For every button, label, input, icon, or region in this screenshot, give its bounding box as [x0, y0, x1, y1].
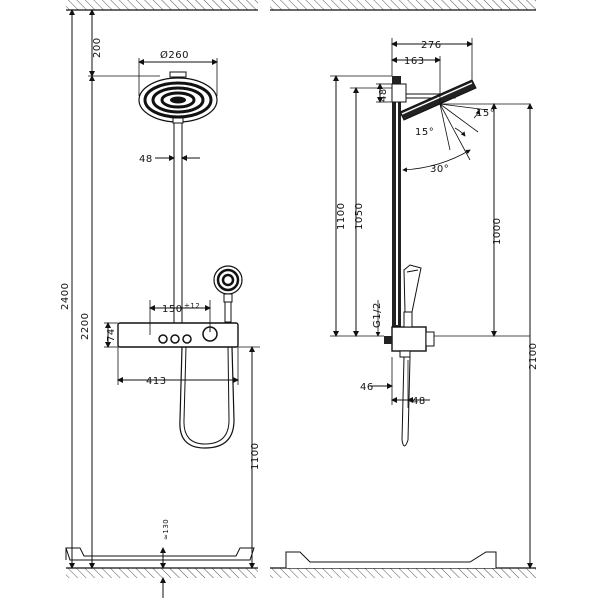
dim-floor-offset: ≈130 [162, 519, 170, 540]
dim-valve-width: 413 [146, 376, 167, 387]
dim-head-height: 2200 [80, 313, 91, 340]
dim-hose-height: 1100 [250, 443, 261, 470]
ceiling-hatch-side [270, 0, 536, 10]
angle-c-label: 30° [430, 164, 449, 175]
hand-shower [213, 265, 243, 323]
dim-arm-width: 48 [139, 154, 153, 165]
riser-pipe [173, 122, 183, 324]
angle-indicators: 15° 15° 30° [402, 103, 495, 175]
dim-valve-depth: 74 [106, 328, 117, 342]
ceiling-hatch [66, 0, 258, 10]
dim-valve-spacing: 150 [162, 304, 183, 315]
dim-ceiling-gap: 200 [92, 37, 103, 58]
overhead-shower-side [391, 79, 477, 121]
dim-handle-depth: 48 [412, 396, 426, 407]
dim-head-drop: 1000 [492, 218, 503, 245]
shower-tray-side [285, 551, 497, 568]
angle-a-label: 15° [415, 127, 434, 138]
dim-arm-reach: 163 [404, 56, 425, 67]
dim-rail-height-a: 1100 [336, 203, 347, 230]
thread-label: G1/2 [372, 302, 383, 328]
dim-valve-tolerance: ±12 [184, 302, 200, 310]
dim-head-thickness: 48 [378, 88, 389, 102]
dim-total-height: 2400 [60, 283, 71, 310]
dim-head-diameter: Ø260 [160, 49, 189, 61]
hose [179, 346, 235, 449]
angle-b-label: 15° [476, 108, 495, 119]
dim-wall-offset: 46 [360, 382, 374, 393]
dim-head-reach: 276 [421, 40, 442, 51]
dim-rail-height-b: 1050 [354, 203, 365, 230]
thermostat-valve [117, 322, 239, 348]
valve-body-side [384, 326, 435, 358]
shower-tray [65, 547, 255, 561]
dim-head-to-floor: 2100 [528, 343, 539, 370]
side-view: 15° 15° 30° 276 163 48 [270, 0, 539, 578]
overhead-shower-head [138, 71, 218, 124]
floor-hatch [66, 568, 258, 578]
floor-hatch-side [270, 568, 536, 578]
hand-shower-side [403, 264, 422, 328]
front-view: 2400 200 2200 Ø260 48 150 ±12 74 413 [60, 0, 261, 598]
